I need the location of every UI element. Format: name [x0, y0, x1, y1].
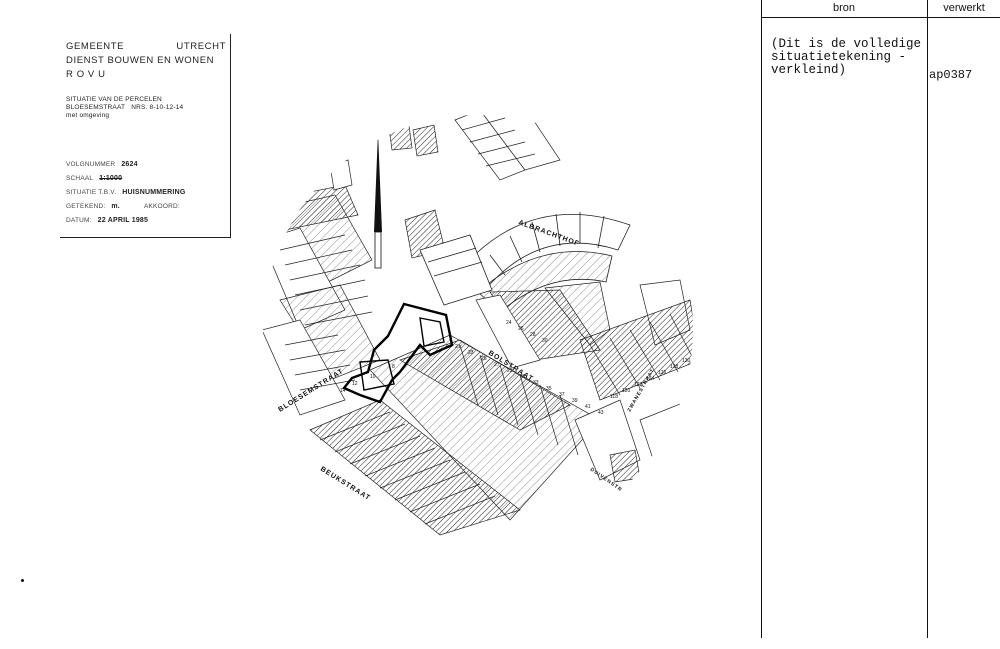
table-header-divider [761, 17, 1000, 18]
volgnummer-label: VOLGNUMMER [66, 161, 116, 168]
house-number: 28 [530, 332, 536, 338]
house-number: 25 [481, 356, 487, 362]
verwerkt-cell: ap0387 [929, 68, 973, 82]
house-number: 31 [520, 374, 526, 380]
datum-label: DATUM: [66, 217, 92, 224]
street-name: BLOESEMSTRAAT [66, 104, 126, 111]
schaal-value: 1:1000 [99, 175, 123, 182]
north-arrow-icon [374, 132, 382, 232]
house-number: 10 [370, 374, 376, 380]
omgeving-label: met omgeving [66, 112, 110, 119]
house-number: 33 [533, 380, 539, 386]
situation-map: ALBRACHTHOF BOLSTRAAT BLOESEMSTRAAT BEUK… [263, 115, 693, 536]
record-table: bron verwerkt (Dit is de volledige situa… [761, 0, 1000, 649]
volgnummer-value: 2624 [121, 161, 138, 168]
department-label: DIENST BOUWEN EN WONEN [66, 55, 215, 66]
title-heading: GEMEENTE UTRECHT DIENST BOUWEN EN WONEN … [66, 40, 226, 82]
house-number: 120 [622, 388, 631, 394]
column-header-verwerkt: verwerkt [943, 2, 985, 14]
house-number: 126 [658, 370, 667, 376]
getekend-value: m. [111, 203, 120, 210]
house-number: 37 [559, 392, 565, 398]
house-number: 118 [610, 394, 618, 400]
house-number: 39 [572, 398, 578, 404]
bron-cell: (Dit is de volledige situatietekening - … [771, 37, 922, 77]
house-number: 41 [585, 404, 591, 410]
house-number: 21 [455, 344, 461, 350]
map-content: ALBRACHTHOF BOLSTRAAT BLOESEMSTRAAT BEUK… [263, 115, 693, 536]
central-block [309, 334, 601, 536]
north-arrow-stem [374, 231, 382, 269]
situatie2-value: HUISNUMMERING [122, 189, 186, 196]
table-border-left [761, 0, 762, 638]
situatie-label: SITUATIE VAN DE PERCELEN [66, 96, 162, 103]
city-label: UTRECHT [176, 41, 226, 52]
highlighted-parcels [342, 302, 454, 404]
house-number: 14 [340, 388, 346, 394]
house-number: 43 [598, 410, 604, 416]
getekend-label: GETEKEND: [66, 203, 106, 210]
house-number: 24 [506, 320, 512, 326]
division-label: R O V U [66, 69, 106, 80]
house-number: 124 [646, 376, 655, 382]
title-block: GEMEENTE UTRECHT DIENST BOUWEN EN WONEN … [60, 34, 231, 238]
meta-block: VOLGNUMMER 2624 SCHAAL 1:1000 SITUATIE T… [66, 158, 226, 228]
table-column-divider [927, 0, 928, 638]
akkoord-label: AKKOORD: [143, 203, 180, 210]
house-number: 27 [494, 362, 500, 368]
situatie2-label: SITUATIE T.B.V. [66, 189, 117, 196]
datum-value: 22 APRIL 1985 [97, 217, 149, 224]
house-number: 35 [546, 386, 552, 392]
subject-block: SITUATIE VAN DE PERCELEN BLOESEMSTRAAT N… [66, 96, 226, 120]
bolstraat-north-block [475, 279, 693, 401]
house-number: 128 [670, 364, 679, 370]
schaal-label: SCHAAL [66, 175, 94, 182]
stray-dot [21, 579, 24, 582]
house-number: 26 [518, 326, 524, 332]
house-number: 122 [634, 382, 643, 388]
house-number: 23 [468, 350, 474, 356]
house-numbers-label: NRS. 8-10-12-14 [131, 104, 184, 111]
house-number: 8 [392, 364, 395, 370]
house-number: 130 [682, 358, 691, 364]
house-number: 12 [352, 381, 358, 387]
albrachthof-crescent [419, 212, 631, 313]
house-number: 30 [542, 338, 548, 344]
gemeente-label: GEMEENTE [66, 41, 125, 52]
house-number-labels: 8 10 12 14 21 23 25 27 29 31 33 35 37 39… [340, 320, 691, 416]
house-number: 29 [507, 368, 513, 374]
column-header-bron: bron [832, 2, 856, 14]
